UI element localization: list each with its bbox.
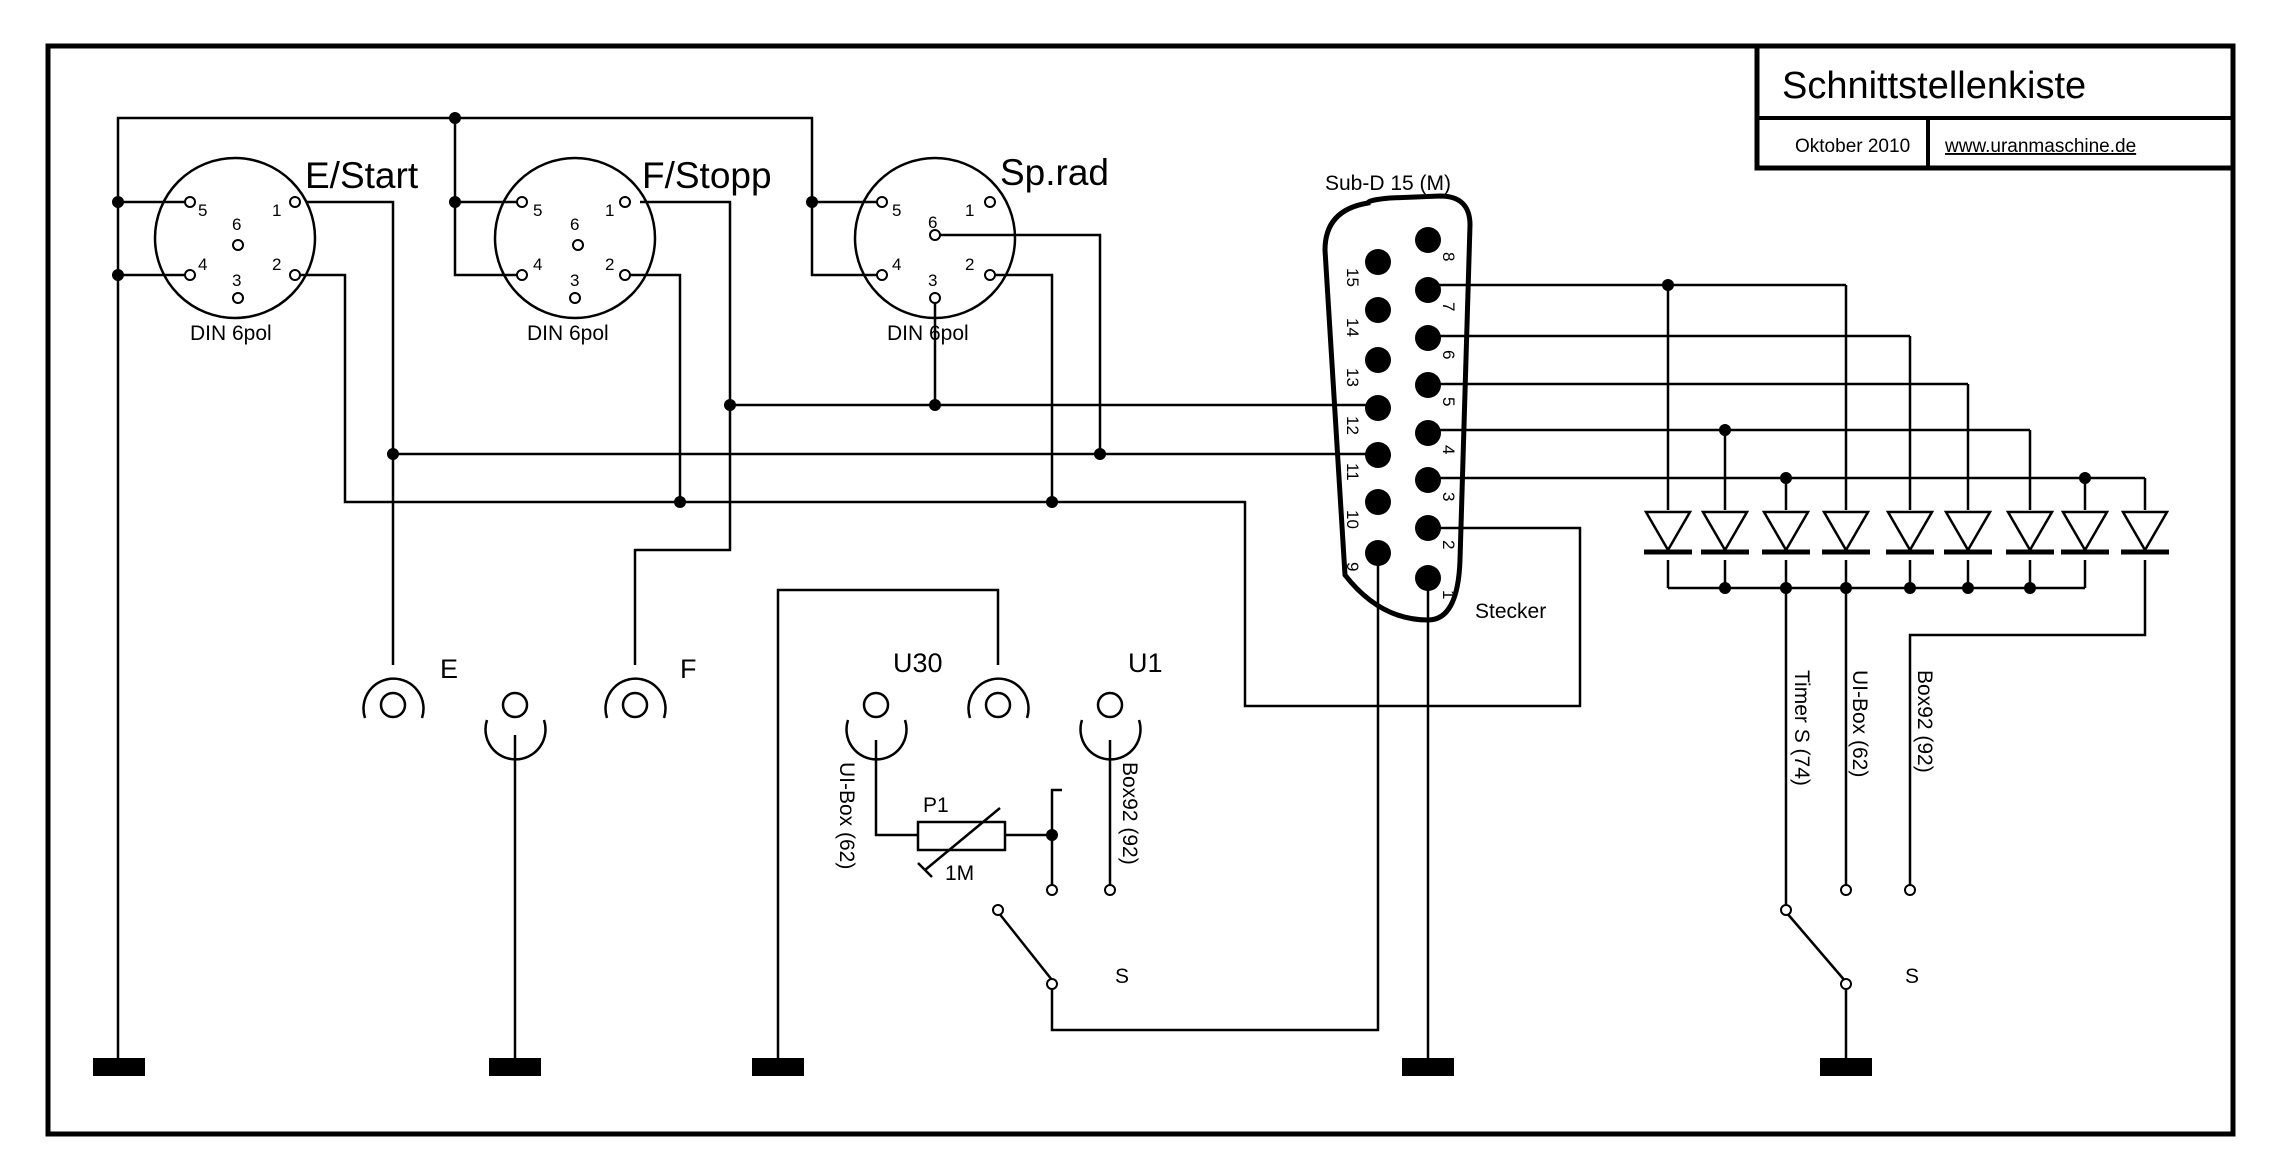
potentiometer-p1: P1 1M xyxy=(916,794,1116,896)
ground-bar xyxy=(1820,1058,1872,1076)
switch-right: S xyxy=(1780,884,1919,990)
subd-pin-13: 13 xyxy=(1343,368,1362,387)
subd-pin-7: 7 xyxy=(1439,302,1458,311)
subd-pin-6: 6 xyxy=(1439,350,1458,359)
jack-f-label: F xyxy=(680,654,697,684)
ground-symbols xyxy=(93,1058,1872,1076)
din-f-pin5: 5 xyxy=(533,201,542,220)
jack-u1-label: U1 xyxy=(1128,648,1163,678)
diagram-title: Schnittstellenkiste xyxy=(1782,65,2086,107)
jack-e: E xyxy=(362,654,458,719)
ground-bar xyxy=(93,1058,145,1076)
subd-pin-9: 9 xyxy=(1343,562,1362,571)
subd-pin-15: 15 xyxy=(1343,268,1362,287)
diode xyxy=(2060,510,2110,555)
diode xyxy=(2120,510,2170,555)
label-box92-left: Box92 (92) xyxy=(1118,762,1141,865)
label-timer-right: Timer S (74) xyxy=(1790,670,1813,786)
din-f-label: F/Stopp xyxy=(642,155,772,196)
diagram-date: Oktober 2010 xyxy=(1795,136,1910,157)
label-uibox-left: UI-Box (62) xyxy=(835,762,858,869)
subd-pin-14: 14 xyxy=(1343,318,1362,337)
din-sp-type: DIN 6pol xyxy=(887,322,969,345)
ground-bar xyxy=(489,1058,541,1076)
din-sp-pin2: 2 xyxy=(965,255,974,274)
switch-right-label: S xyxy=(1905,965,1919,988)
junction-dots xyxy=(112,112,2091,841)
din-e-pin2: 2 xyxy=(272,255,281,274)
din-e-type: DIN 6pol xyxy=(190,322,272,345)
subd-pin-12: 12 xyxy=(1343,416,1362,435)
din-f-pin6: 6 xyxy=(570,215,579,234)
subd-pin-2: 2 xyxy=(1439,540,1458,549)
switch-left: S xyxy=(992,904,1129,990)
din-sp-pin1: 1 xyxy=(965,201,974,220)
din-e-pin3: 3 xyxy=(232,271,241,290)
subd-title: Sub-D 15 (M) xyxy=(1325,172,1451,195)
subd15-connector: Sub-D 15 (M) 8 7 6 5 4 3 2 1 15 14 13 12… xyxy=(1322,172,1546,623)
din-e-pin1: 1 xyxy=(272,201,281,220)
switch-left-label: S xyxy=(1115,965,1129,988)
subd-note: Stecker xyxy=(1475,600,1546,623)
jack-u1: U1 xyxy=(1079,648,1163,761)
din-f-pin3: 3 xyxy=(570,271,579,290)
din-connector-sp-rad: 1 2 3 4 5 6 Sp.rad DIN 6pol xyxy=(853,152,1109,345)
wiring xyxy=(116,116,2147,1060)
din-sp-pin3: 3 xyxy=(928,271,937,290)
diode xyxy=(1643,510,1693,555)
din-e-pin6: 6 xyxy=(232,215,241,234)
subd-pin-1: 1 xyxy=(1439,590,1458,599)
diode xyxy=(1885,510,1935,555)
din-sp-pin5: 5 xyxy=(892,201,901,220)
jack-ground-middle xyxy=(484,691,547,761)
subd-pin-11: 11 xyxy=(1343,463,1362,481)
subd-pin-5: 5 xyxy=(1439,397,1458,406)
ground-bar xyxy=(1402,1058,1454,1076)
ground-bar xyxy=(752,1058,804,1076)
din-sp-pin4: 4 xyxy=(892,255,901,274)
jack-u30-left xyxy=(845,691,908,761)
label-uibox-right: UI-Box (62) xyxy=(1848,670,1871,777)
diode xyxy=(1821,510,1871,555)
diode xyxy=(2005,510,2055,555)
din-sp-pin6: 6 xyxy=(928,213,937,232)
title-block: Schnittstellenkiste Oktober 2010 www.ura… xyxy=(1754,43,2236,171)
diode xyxy=(1761,510,1811,555)
din-sp-label: Sp.rad xyxy=(1000,152,1109,193)
din-connector-e-start: 1 2 3 4 5 6 E/Start DIN 6pol xyxy=(153,155,419,345)
subd-pin-3: 3 xyxy=(1439,492,1458,501)
din-e-pin5: 5 xyxy=(198,201,207,220)
din-e-label: E/Start xyxy=(305,155,419,196)
jack-f: F xyxy=(604,654,697,719)
din-f-type: DIN 6pol xyxy=(527,322,609,345)
pot-name: P1 xyxy=(923,794,949,817)
jack-e-label: E xyxy=(440,654,458,684)
subd-pin-8: 8 xyxy=(1439,252,1458,261)
subd-pin-4: 4 xyxy=(1439,445,1458,454)
din-e-pin4: 4 xyxy=(198,255,207,274)
din-f-pin1: 1 xyxy=(605,201,614,220)
jack-u30-label: U30 xyxy=(893,648,943,678)
din-connector-f-stopp: 1 2 3 4 5 6 F/Stopp DIN 6pol xyxy=(493,155,772,345)
diode-array xyxy=(1643,510,2170,555)
pot-value: 1M xyxy=(945,862,974,885)
diode xyxy=(1943,510,1993,555)
diode xyxy=(1700,510,1750,555)
diagram-url[interactable]: www.uranmaschine.de xyxy=(1944,136,2136,157)
jack-u30-right: U30 xyxy=(893,648,1030,719)
subd-pin-10: 10 xyxy=(1343,510,1362,529)
din-f-pin4: 4 xyxy=(533,255,542,274)
label-box92-right: Box92 (92) xyxy=(1913,670,1936,773)
drawing-frame xyxy=(45,43,2236,1137)
din-f-pin2: 2 xyxy=(605,255,614,274)
